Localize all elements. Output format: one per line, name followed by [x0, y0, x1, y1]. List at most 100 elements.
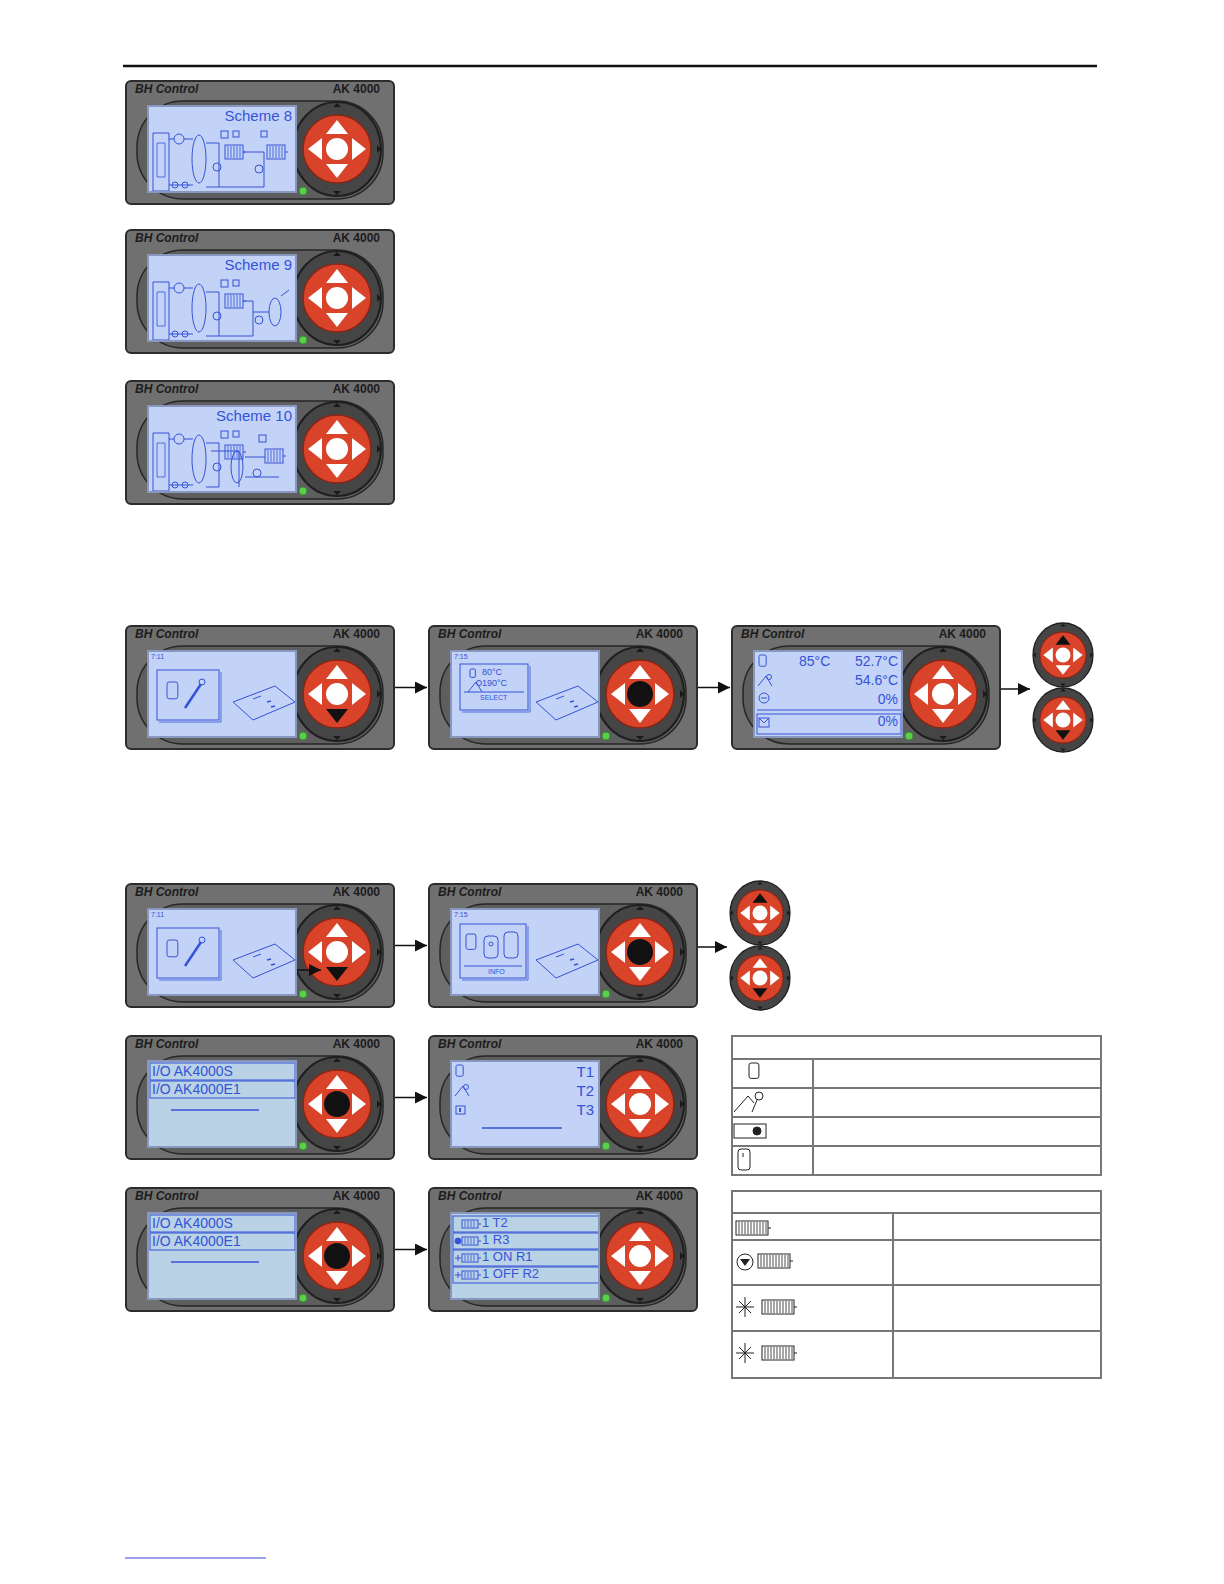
tank-art: [231, 451, 243, 483]
arrow-key: [757, 947, 762, 950]
screen-text: 7:11: [151, 653, 164, 661]
brand-label: BH Control: [438, 1190, 501, 1203]
shape-art: [137, 1056, 383, 1154]
circle-art: [629, 1245, 651, 1267]
tank-art: [192, 435, 206, 483]
line-art: [754, 1222, 755, 1234]
line-art: [760, 1222, 761, 1234]
line-art: [758, 676, 772, 686]
circle-art: [606, 1222, 674, 1290]
circle-art: [324, 1243, 350, 1269]
line-art: [771, 1347, 772, 1359]
button-ring: [596, 905, 684, 999]
brand-label: AK 4000: [636, 886, 683, 899]
line-art: [776, 1255, 777, 1267]
arrow-key: [352, 287, 366, 309]
circle-art: [606, 918, 674, 986]
shape-art: [462, 1237, 478, 1245]
controller-panel: BH ControlAK 4000Scheme 10: [125, 380, 395, 505]
line-art: [171, 1261, 259, 1263]
arrow-key: [333, 252, 341, 256]
line-art: [574, 964, 578, 965]
line-art: [231, 146, 232, 158]
circle-art: [303, 918, 371, 986]
line-art: [458, 1255, 459, 1261]
shape-art: [137, 101, 383, 199]
line-art: [739, 1347, 751, 1359]
arrow-key: [939, 648, 947, 652]
arrow-key: [636, 1210, 644, 1214]
circle-art: [1040, 697, 1086, 743]
arrow-key: [753, 893, 768, 903]
circle-art: [1040, 632, 1086, 678]
circle-art: [477, 681, 482, 686]
arrow-key: [958, 683, 972, 705]
screen-text: 0%: [878, 692, 898, 707]
arrow-key: [770, 971, 780, 986]
line-art: [748, 1222, 749, 1234]
shape-art: [259, 435, 266, 442]
line-art: [237, 146, 238, 158]
line-art: [282, 146, 283, 158]
arrow-key: [352, 683, 366, 705]
shape-art: [453, 1233, 598, 1249]
line-art: [231, 446, 232, 458]
controller-panel: BH ControlAK 40001 T21 R31 ON R11 OFF R2: [428, 1187, 698, 1312]
circle-art: [326, 287, 348, 309]
button-ring: [596, 647, 684, 741]
circle-art: [303, 1222, 371, 1290]
line-art: [732, 1145, 1101, 1147]
button-ring: [596, 1057, 684, 1151]
line-art: [159, 672, 221, 722]
shape-art: [762, 1300, 794, 1314]
screen-text: 1 OFF R2: [482, 1267, 539, 1281]
nav-button: [596, 647, 684, 741]
arrow-key: [1060, 689, 1065, 692]
screen-text: 7:15: [454, 653, 468, 661]
shape-art: [126, 381, 394, 504]
lcd-screen: 7:15INFO: [450, 908, 600, 996]
arrow-key: [932, 665, 954, 679]
line-art: [471, 1272, 472, 1278]
line-art: [153, 282, 169, 340]
button-ring: [293, 905, 381, 999]
shape-art: [233, 280, 239, 286]
line-art: [253, 696, 261, 699]
brand-label: AK 4000: [333, 83, 380, 96]
shape-art: [732, 626, 1000, 749]
line-art: [764, 1255, 765, 1267]
shape-art: [504, 932, 518, 958]
line-art: [240, 295, 241, 307]
line-art: [761, 1255, 762, 1267]
arrow-key: [636, 648, 644, 652]
line-art: [459, 1108, 461, 1112]
button-ring: [899, 647, 987, 741]
brand-label: BH Control: [135, 1190, 198, 1203]
card-art: [233, 686, 295, 720]
brand-label: BH Control: [135, 383, 198, 396]
shape-art: [429, 884, 697, 1007]
lcd-screen: 85°C52.7°C54.6°C0%0%: [753, 650, 903, 738]
line-art: [219, 301, 253, 336]
line-art: [752, 1100, 757, 1112]
line-art: [471, 1238, 472, 1244]
line-art: [465, 1221, 466, 1227]
circle-art: [629, 1093, 651, 1115]
boiler-icon: [456, 1065, 463, 1076]
line-art: [206, 143, 219, 187]
shape-art: [126, 230, 394, 353]
button-ring: [293, 102, 381, 196]
arrow-key: [787, 910, 790, 915]
lcd-screen: 7:11: [147, 650, 297, 738]
line-art: [785, 1255, 786, 1267]
flow-arrow: [698, 687, 730, 689]
arrow-key: [757, 882, 762, 885]
button-ring: [730, 881, 790, 945]
boiler-icon: [759, 655, 766, 666]
screen-text: 7:11: [151, 911, 164, 919]
line-art: [732, 1284, 1101, 1286]
nav-button: [293, 905, 381, 999]
arrow-key: [308, 287, 322, 309]
line-art: [792, 1301, 793, 1313]
arrow-key: [377, 1252, 381, 1260]
